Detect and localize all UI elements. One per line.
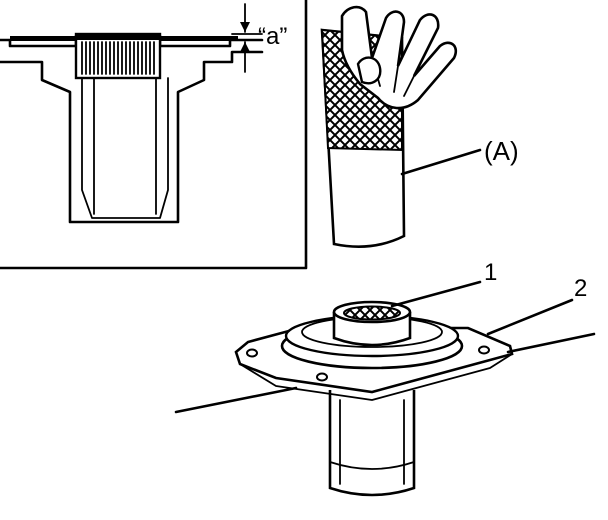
part-1-label: 1 — [484, 259, 497, 286]
spline-teeth — [81, 41, 155, 75]
flange-top — [10, 36, 238, 41]
clearance-label: “a” — [258, 23, 287, 50]
axis-line-right — [506, 332, 596, 354]
cross-section-inset: “a” — [0, 0, 308, 270]
tool-a-label: (A) — [484, 136, 519, 166]
part-1-leader — [390, 280, 482, 308]
housing-tube — [328, 390, 416, 497]
flange-thickness — [239, 353, 513, 401]
bolt-hole — [246, 348, 258, 358]
tool-a-leader — [400, 148, 482, 176]
bolt-hole — [316, 372, 328, 382]
bushing-bore — [343, 305, 401, 321]
tube-step — [329, 461, 415, 470]
axis-line-left — [174, 386, 298, 414]
housing-assembly: 1 2 — [174, 259, 596, 497]
tube-edge — [339, 399, 405, 485]
inner-bore — [81, 77, 169, 219]
bolt-hole — [478, 345, 490, 355]
bore-lines — [93, 77, 157, 215]
bushing-lip — [76, 34, 160, 40]
part-2-label: 2 — [574, 275, 587, 302]
thumb — [356, 56, 382, 85]
inset-frame — [0, 0, 308, 270]
part-2-leader — [486, 298, 574, 336]
clearance-dimension — [231, 3, 263, 73]
tool-a-group: (A) — [320, 5, 519, 248]
